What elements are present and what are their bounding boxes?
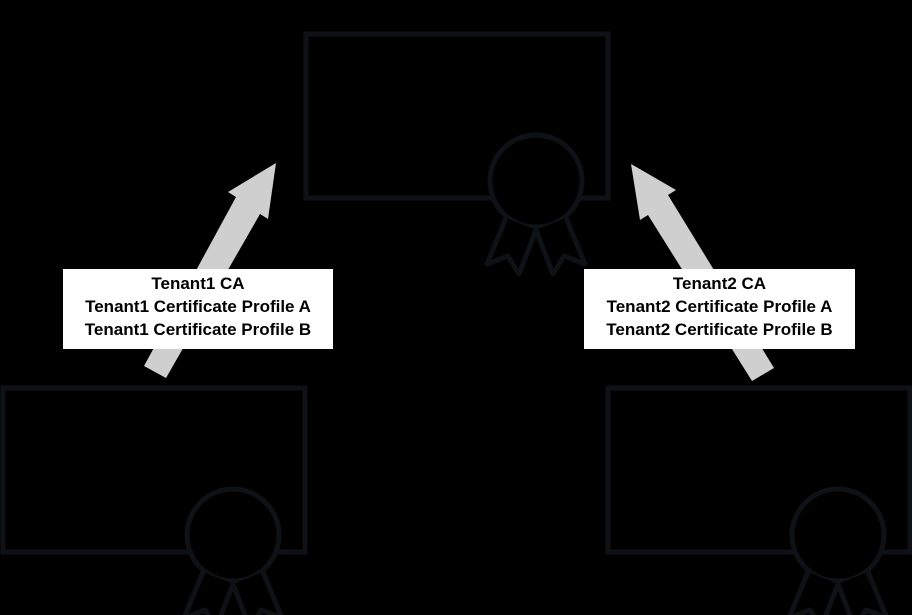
- tenant2-ca-label: Tenant2 CA: [672, 274, 767, 293]
- certificate-ribbon-right: [230, 571, 284, 615]
- certificate-seal-circle: [487, 132, 585, 230]
- tenant2-profile-a-label: Tenant2 Certificate Profile A: [606, 297, 833, 316]
- certificate-ribbon-right: [533, 217, 588, 277]
- tenant2-certificate-icon[interactable]: [602, 382, 912, 615]
- certificate-seal-circle: [789, 486, 887, 584]
- certificate-frame: [0, 385, 308, 555]
- certificate-frame: [605, 385, 912, 555]
- certificate-seal-circle: [184, 486, 282, 584]
- tenant1-profile-a-label: Tenant1 Certificate Profile A: [85, 297, 311, 316]
- tenant2-profile-b-label: Tenant2 Certificate Profile B: [606, 320, 833, 339]
- certificate-ribbon-left: [484, 217, 539, 277]
- root-certificate-icon[interactable]: [300, 28, 611, 277]
- tenant1-certificate-icon[interactable]: [0, 382, 308, 615]
- tenant2-label-box[interactable]: Tenant2 CA Tenant2 Certificate Profile A…: [584, 269, 855, 349]
- tenant1-profile-b-label: Tenant1 Certificate Profile B: [84, 320, 312, 339]
- certificate-frame: [303, 31, 611, 201]
- certificate-ribbon-left: [787, 571, 841, 615]
- tenant1-label-box[interactable]: Tenant1 CA Tenant1 Certificate Profile A…: [63, 269, 333, 349]
- certificate-ribbon-right: [835, 571, 889, 615]
- tenant1-ca-label: Tenant1 CA: [151, 274, 245, 293]
- certificate-ribbon-left: [182, 571, 236, 615]
